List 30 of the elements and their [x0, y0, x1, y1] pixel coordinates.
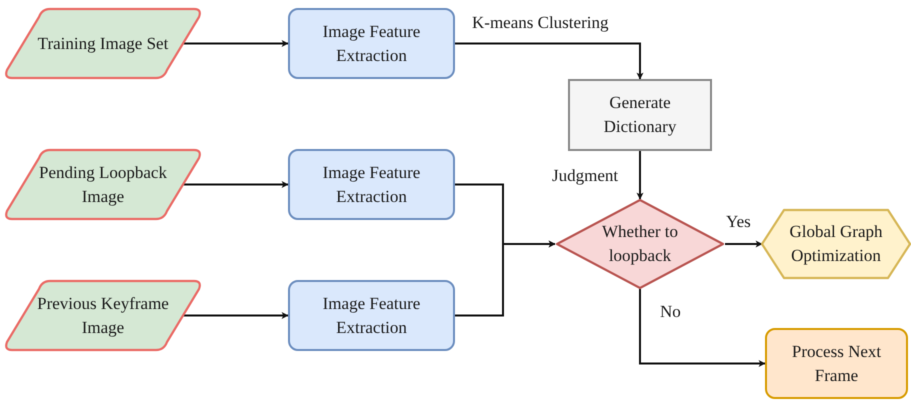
input-parallelogram — [4, 8, 202, 79]
node-text: Generate Dictionary — [602, 92, 678, 138]
node-text: Image Feature Extraction — [322, 20, 422, 66]
edge-label: Judgment — [552, 166, 618, 186]
node-text: Whether to loopback — [601, 221, 679, 267]
node-text: Process Next Frame — [790, 340, 882, 386]
process-box — [288, 280, 455, 351]
hexagon-box — [762, 209, 910, 279]
arrow — [455, 240, 556, 316]
node-text: Training Image Set — [38, 32, 168, 55]
process-box — [288, 8, 455, 79]
process-box — [288, 149, 455, 220]
input-parallelogram — [4, 149, 202, 220]
edge-label: K-means Clustering — [472, 13, 608, 33]
node-text: Image Feature Extraction — [322, 292, 422, 338]
arrow — [636, 151, 644, 200]
node-text: Image Feature Extraction — [322, 162, 422, 208]
arrow — [725, 240, 763, 248]
decision-diamond — [555, 199, 725, 289]
process-box — [765, 328, 908, 399]
arrow — [183, 40, 289, 47]
arrow — [639, 289, 766, 367]
node-text: Global Graph Optimization — [788, 221, 884, 267]
arrow — [183, 312, 289, 319]
process-box — [568, 79, 712, 151]
arrow — [455, 42, 644, 80]
node-text: Previous Keyframe Image — [36, 292, 170, 339]
node-text: Pending Loopback Image — [38, 162, 168, 208]
arrow — [183, 181, 289, 188]
input-parallelogram — [4, 280, 202, 351]
